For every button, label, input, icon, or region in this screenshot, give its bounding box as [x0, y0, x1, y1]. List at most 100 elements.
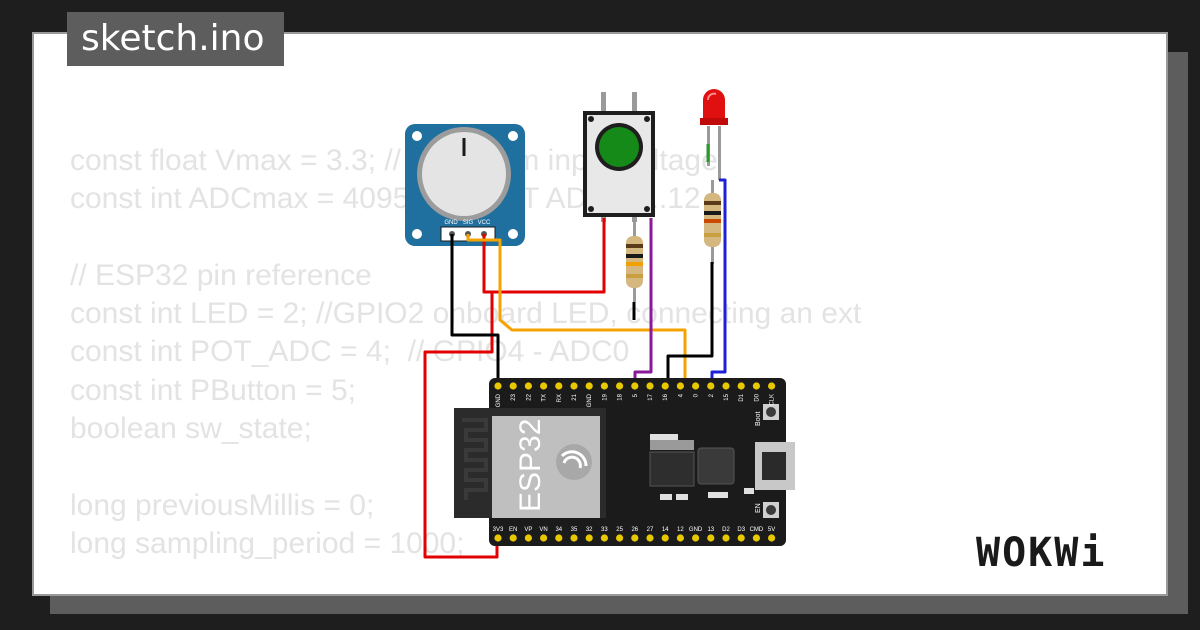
top-pin-pad[interactable] — [646, 382, 654, 390]
top-pin-pad[interactable] — [707, 382, 715, 390]
bottom-pin-pad[interactable] — [676, 534, 685, 542]
code-line: const int LED = 2; //GPIO2 onboard LED, … — [70, 297, 862, 331]
bottom-pin-label: GND — [689, 527, 703, 533]
top-pin-pad[interactable] — [676, 382, 685, 390]
top-pin-pad[interactable] — [524, 382, 533, 390]
bottom-pin-label: D3 — [737, 527, 745, 533]
bottom-pin-pad[interactable] — [752, 534, 761, 542]
bottom-pin-pad[interactable] — [631, 534, 639, 542]
top-pin-pad[interactable] — [570, 382, 578, 390]
bottom-pin-pad[interactable] — [646, 534, 654, 542]
top-pin-label: RX — [557, 394, 563, 402]
bottom-pin-pad[interactable] — [585, 534, 593, 542]
top-pin-pad[interactable] — [494, 382, 502, 390]
code-line: const int POT_ADC = 4; // GPIO4 - ADC0 — [70, 335, 630, 369]
bottom-pin-pad[interactable] — [616, 534, 624, 542]
wire-pot-gnd[interactable] — [450, 234, 500, 384]
top-pin-pad[interactable] — [509, 382, 517, 390]
bottom-pin-pad[interactable] — [494, 534, 502, 542]
bottom-pin-label: 34 — [555, 527, 562, 533]
top-pin-pad[interactable] — [585, 382, 593, 390]
wire-pot-sig[interactable] — [466, 234, 687, 384]
button-cap[interactable] — [599, 127, 639, 167]
top-pin-label: 2 — [709, 393, 715, 397]
bottom-pin-pad[interactable] — [692, 534, 700, 542]
top-pin-label: GND — [496, 393, 502, 407]
top-pin-label: 17 — [648, 393, 654, 400]
bottom-pin-pad[interactable] — [570, 534, 578, 542]
top-pin-label: D0 — [754, 393, 760, 401]
potentiometer[interactable]: GND SIG VCC — [405, 124, 525, 246]
top-pin-pad[interactable] — [722, 382, 730, 390]
top-pin-label: 19 — [602, 393, 608, 400]
top-pin-label: GND — [587, 393, 593, 407]
bottom-pin-pad[interactable] — [555, 534, 563, 542]
usb-chip — [697, 447, 735, 485]
bottom-pin-pad[interactable] — [524, 534, 533, 542]
sketch-title: sketch.ino — [67, 12, 285, 66]
top-pin-pad[interactable] — [737, 382, 745, 390]
code-line: // ESP32 pin reference — [70, 258, 372, 292]
bottom-pin-pad[interactable] — [707, 534, 715, 542]
top-pin-pad[interactable] — [661, 382, 669, 390]
top-pin-pad[interactable] — [616, 382, 624, 390]
pot-pin-label-vcc: VCC — [478, 220, 491, 226]
bottom-pin-pad[interactable] — [540, 534, 548, 542]
bottom-pin-label: 33 — [601, 527, 608, 533]
code-line: const int PButton = 5; — [70, 373, 357, 407]
top-pin-label: 5 — [633, 393, 639, 397]
bottom-pin-label: 25 — [616, 527, 623, 533]
code-line: boolean sw_state; — [70, 412, 312, 446]
bottom-pin-pad[interactable] — [768, 534, 776, 542]
wokwi-logo: WOKWi — [976, 530, 1107, 576]
top-pin-pad[interactable] — [752, 382, 761, 390]
wire-led-gpio2[interactable] — [710, 178, 727, 384]
push-button[interactable] — [583, 92, 655, 222]
top-pin-pad[interactable] — [631, 382, 639, 390]
pot-pin-label-sig: SIG — [463, 220, 474, 226]
code-line: long sampling_period = 1000; — [70, 526, 465, 560]
bottom-pin-label: CMD — [750, 527, 764, 533]
bottom-pin-label: VN — [539, 527, 547, 533]
bottom-pin-pad[interactable] — [661, 534, 669, 542]
bottom-pin-label: 32 — [586, 527, 593, 533]
top-pin-pad[interactable] — [600, 382, 609, 390]
wire-led-gnd[interactable] — [666, 262, 714, 384]
bottom-pin-pad[interactable] — [722, 534, 730, 542]
bottom-pin-pad[interactable] — [600, 534, 609, 542]
bottom-pin-label: 27 — [647, 527, 654, 533]
wire-pot-vcc[interactable] — [482, 218, 606, 294]
top-pin-pad[interactable] — [555, 382, 563, 390]
boot-label: Boot — [755, 412, 762, 426]
top-pin-label: 0 — [694, 393, 700, 397]
voltage-regulator — [649, 451, 695, 487]
code-line: long previousMillis = 0; — [70, 488, 375, 522]
wires — [423, 144, 727, 559]
top-pin-label: TX — [542, 394, 548, 402]
bottom-pin-label: 5V — [768, 527, 775, 533]
wire-3v3[interactable] — [423, 292, 499, 559]
top-pin-pad[interactable] — [768, 382, 776, 390]
bottom-pin-pad[interactable] — [737, 534, 745, 542]
bottom-pin-label: 12 — [677, 527, 684, 533]
top-pin-label: 15 — [724, 393, 730, 400]
top-pin-pad[interactable] — [692, 382, 700, 390]
top-pin-label: 18 — [618, 393, 624, 400]
bottom-pin-label: EN — [509, 527, 517, 533]
top-pin-label: 16 — [663, 393, 669, 400]
bottom-pin-label: 35 — [571, 527, 578, 533]
top-pin-pad[interactable] — [540, 382, 548, 390]
esp32-label: ESP32 — [514, 419, 547, 512]
top-pin-label: 23 — [511, 393, 517, 400]
top-pin-label: CLK — [770, 394, 776, 406]
bottom-pin-label: 26 — [631, 527, 638, 533]
led[interactable] — [700, 89, 728, 180]
top-pin-label: 4 — [678, 393, 684, 397]
bottom-pin-label: 14 — [662, 527, 669, 533]
top-pin-label: 22 — [526, 393, 532, 400]
bottom-pin-pad[interactable] — [509, 534, 517, 542]
